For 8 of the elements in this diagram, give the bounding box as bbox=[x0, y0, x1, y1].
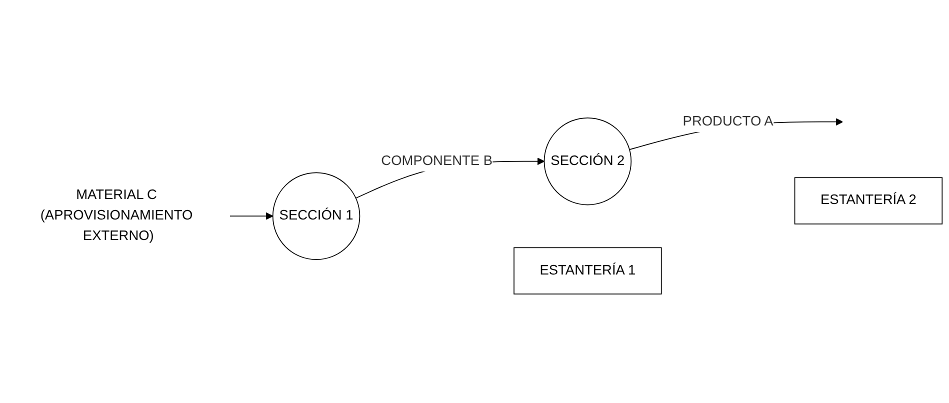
edge-label: PRODUCTO A bbox=[682, 114, 774, 129]
node-box: ESTANTERÍA 1 bbox=[514, 247, 662, 294]
edge-label: COMPONENTE B bbox=[381, 154, 493, 168]
node-circle: SECCIÓN 2 bbox=[544, 117, 632, 206]
node-box: ESTANTERÍA 2 bbox=[794, 177, 943, 224]
node-circle: SECCIÓN 1 bbox=[272, 172, 360, 260]
node-text: MATERIAL C (APROVISIONAMIENTO EXTERNO) bbox=[40, 188, 193, 244]
arrow bbox=[230, 212, 274, 220]
